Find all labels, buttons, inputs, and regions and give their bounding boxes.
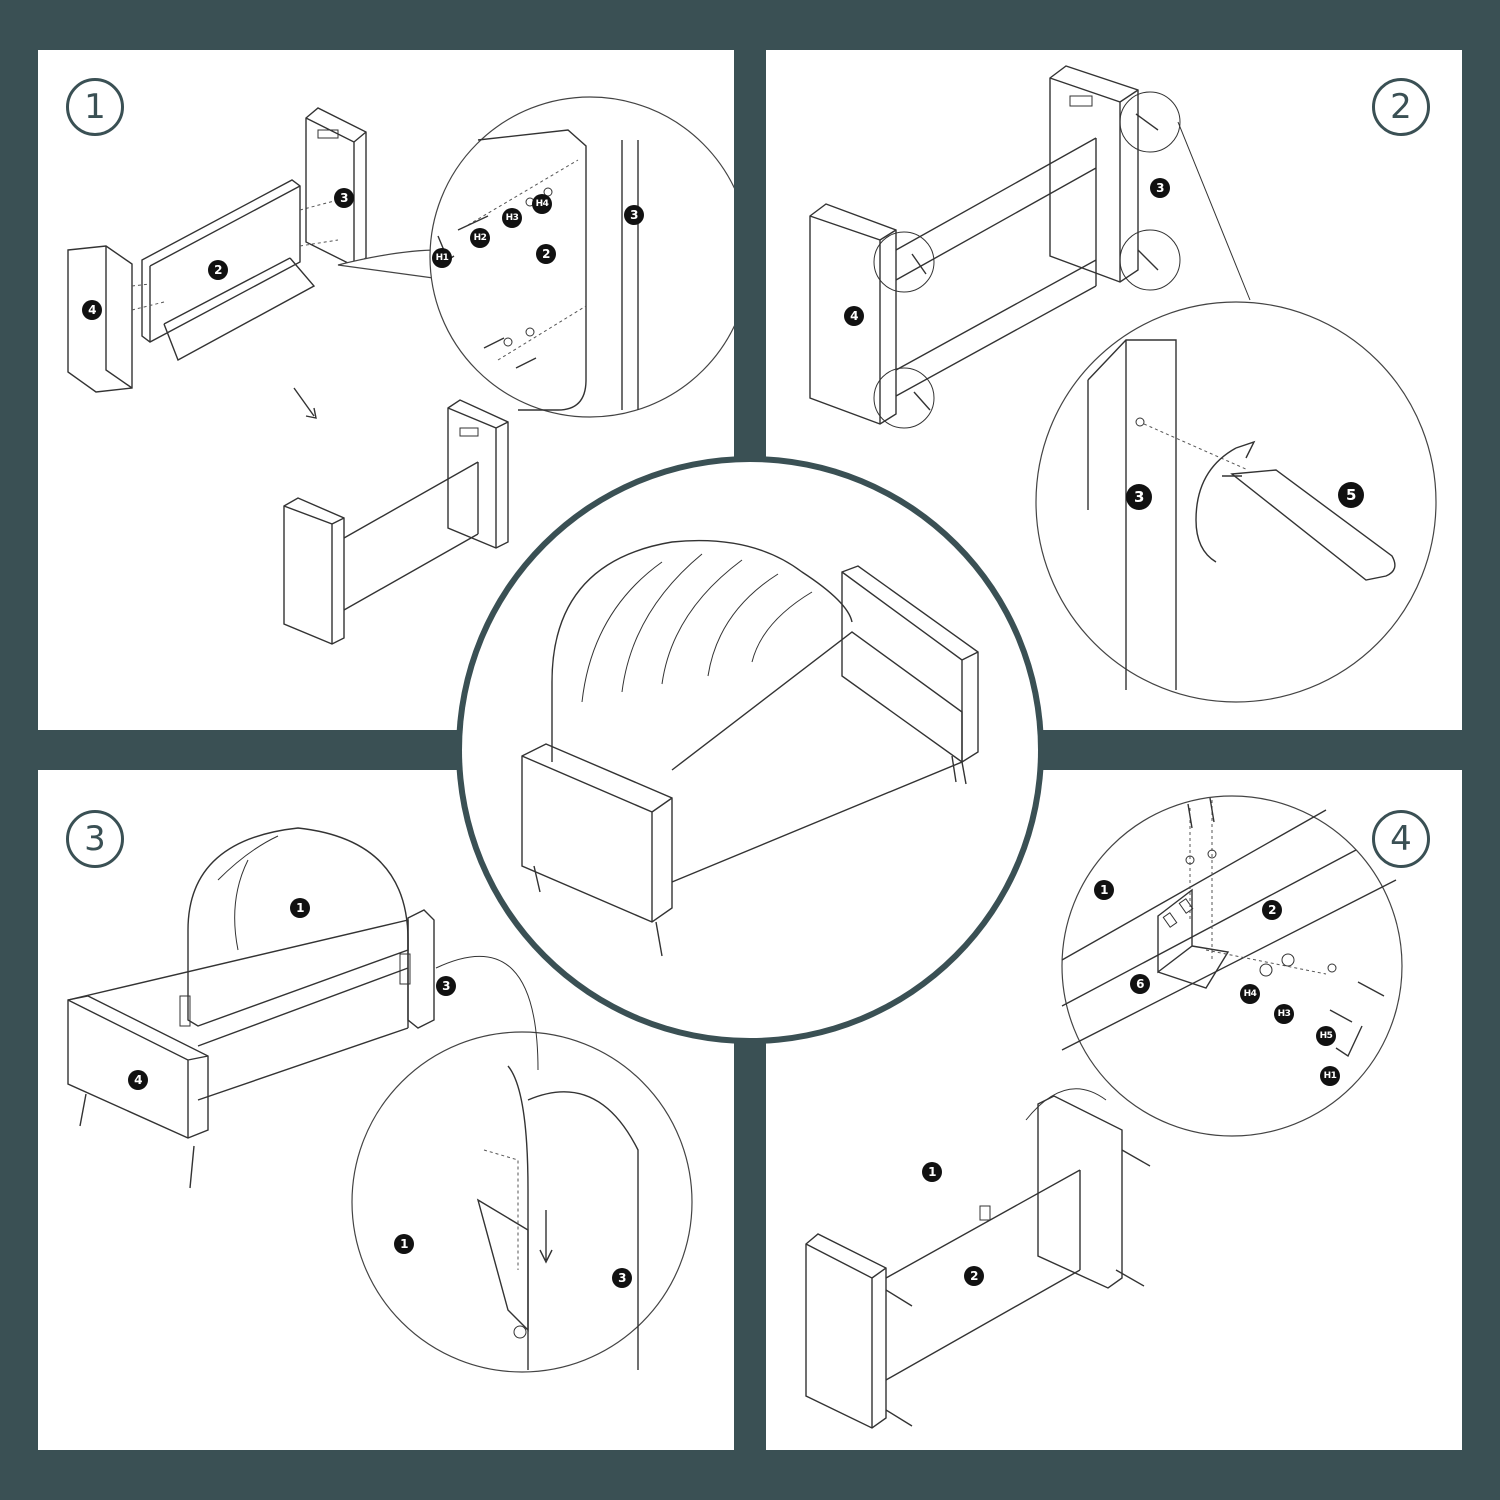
step-2-illustration bbox=[809, 65, 1437, 703]
part-tag-3-zoom: 3 bbox=[624, 205, 644, 225]
step-1-panel: 1 4 2 3 3 2 H1 H2 H3 H4 bbox=[38, 50, 734, 730]
hardware-tag-h2: H2 bbox=[470, 228, 490, 248]
step-1-number: 1 bbox=[66, 78, 124, 136]
part-tag-1-frame: 1 bbox=[922, 1162, 942, 1182]
step-3-illustration bbox=[67, 827, 693, 1373]
part-tag-3-zoom: 3 bbox=[1126, 484, 1152, 510]
hardware-tag-h1: H1 bbox=[432, 248, 452, 268]
hardware-tag-h5: H5 bbox=[1316, 1026, 1336, 1046]
part-tag-3: 3 bbox=[1150, 178, 1170, 198]
hardware-tag-h4: H4 bbox=[1240, 984, 1260, 1004]
part-tag-1: 1 bbox=[290, 898, 310, 918]
step-1-illustration bbox=[67, 96, 734, 645]
hardware-tag-h3: H3 bbox=[1274, 1004, 1294, 1024]
hardware-tag-h4: H4 bbox=[532, 194, 552, 214]
finished-sofa-illustration bbox=[521, 539, 979, 957]
part-tag-2-zoom: 2 bbox=[536, 244, 556, 264]
part-tag-2: 2 bbox=[208, 260, 228, 280]
step-3-number: 3 bbox=[66, 810, 124, 868]
part-tag-3-zoom: 3 bbox=[612, 1268, 632, 1288]
part-tag-3: 3 bbox=[334, 188, 354, 208]
part-tag-4: 4 bbox=[844, 306, 864, 326]
step-4-panel: 4 1 2 6 1 2 H4 H3 H5 H1 bbox=[766, 770, 1462, 1450]
part-tag-2-frame: 2 bbox=[964, 1266, 984, 1286]
part-tag-1-zoom: 1 bbox=[394, 1234, 414, 1254]
part-tag-6-bracket: 6 bbox=[1130, 974, 1150, 994]
step-4-illustration bbox=[805, 795, 1403, 1429]
part-tag-4: 4 bbox=[82, 300, 102, 320]
step-4-number: 4 bbox=[1372, 810, 1430, 868]
hardware-tag-h1: H1 bbox=[1320, 1066, 1340, 1086]
step-2-number: 2 bbox=[1372, 78, 1430, 136]
part-tag-1: 1 bbox=[1094, 880, 1114, 900]
finished-sofa-circle bbox=[462, 462, 1038, 1038]
part-tag-2: 2 bbox=[1262, 900, 1282, 920]
part-tag-3: 3 bbox=[436, 976, 456, 996]
hardware-tag-h3: H3 bbox=[502, 208, 522, 228]
part-tag-5-leg: 5 bbox=[1338, 482, 1364, 508]
part-tag-4: 4 bbox=[128, 1070, 148, 1090]
